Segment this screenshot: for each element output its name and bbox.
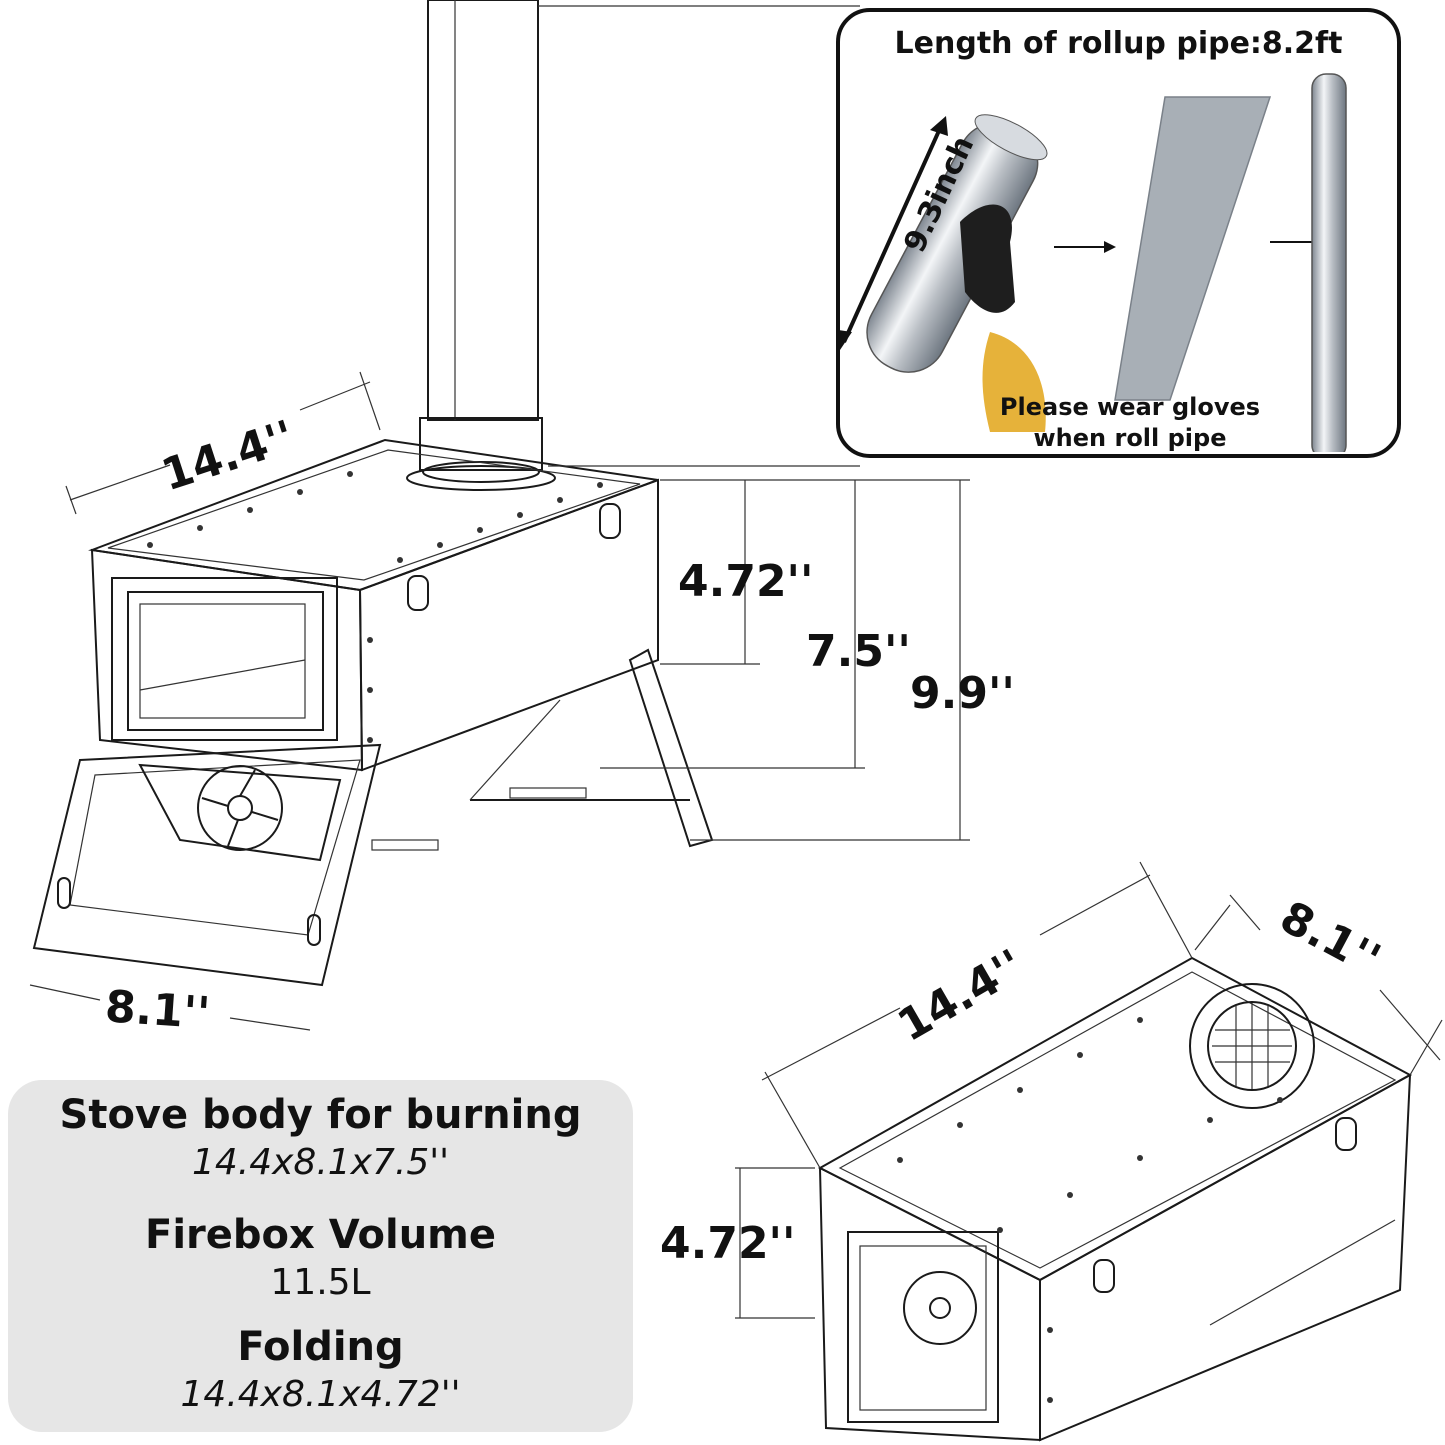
spec-panel: Stove body for burning 14.4x8.1x7.5'' Fi… (8, 1080, 633, 1432)
dim-folded-height: 4.72'' (660, 1218, 796, 1269)
dim-height-mid: 7.5'' (806, 626, 911, 677)
pipe-illustrations: 9.3inch (840, 73, 1347, 452)
assembled-stove (32, 0, 714, 987)
spec-body-value: 14.4x8.1x7.5'' (191, 1142, 450, 1183)
spec-folding-title: Folding (237, 1324, 404, 1370)
stove-side (358, 478, 659, 772)
chimney-pipe (427, 0, 539, 421)
stove-door (111, 577, 338, 741)
finished-pipe (1311, 73, 1347, 452)
stove-front (90, 548, 364, 772)
pipe-collar (419, 417, 543, 471)
inset-title: Length of rollup pipe:8.2ft (894, 26, 1343, 61)
dimension-lines (29, 5, 970, 1031)
air-vent-fan (197, 765, 283, 851)
folded-dimension-lines (735, 861, 1443, 1319)
glove-icon (960, 204, 1015, 313)
pipe-port (1189, 983, 1315, 1109)
folded-side (1039, 1073, 1412, 1442)
dim-folded-length: 14.4'' (889, 940, 1032, 1052)
spec-body-title: Stove body for burning (59, 1092, 582, 1138)
glove-warning: Please wear gloves when roll pipe (999, 393, 1261, 452)
spec-volume-value: 11.5L (270, 1262, 371, 1303)
dim-bottom-width: 8.1'' (103, 981, 211, 1039)
front-stand (32, 743, 382, 987)
flat-steel-sheet (1114, 96, 1272, 401)
door-window (127, 591, 324, 731)
dim-folded-width: 8.1'' (1272, 892, 1389, 986)
spec-volume-title: Firebox Volume (145, 1212, 496, 1258)
rollup-pipe-inset: Length of rollup pipe:8.2ft (836, 8, 1401, 458)
dim-height-body: 4.72'' (678, 556, 814, 607)
dim-height-total: 9.9'' (910, 668, 1015, 719)
diameter-arrow (842, 123, 944, 343)
spec-folding-value: 14.4x8.1x4.72'' (180, 1374, 461, 1415)
